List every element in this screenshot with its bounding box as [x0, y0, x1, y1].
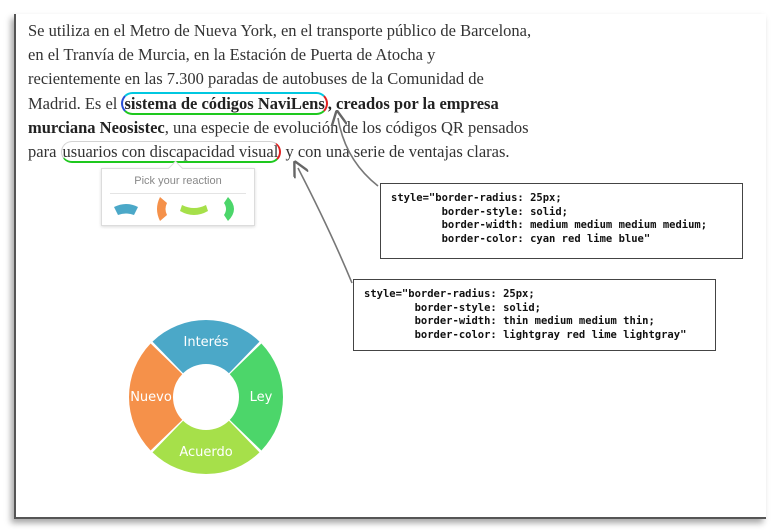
- reaction-option-ley[interactable]: [224, 197, 234, 221]
- wheel-segment-3[interactable]: [128, 343, 183, 451]
- wheel-label-1: Ley: [250, 390, 273, 405]
- reaction-option-acuerdo[interactable]: [180, 205, 208, 215]
- article-paragraph: Se utiliza en el Metro de Nueva York, en…: [28, 19, 588, 164]
- reaction-popup: Pick your reaction: [101, 168, 255, 226]
- highlight-usuarios[interactable]: usuarios con discapacidad visual: [60, 141, 282, 164]
- reaction-popup-divider: [110, 193, 246, 194]
- article-line-4-pre: Madrid. Es el: [28, 93, 122, 113]
- code-box-highlight-1: style="border-radius: 25px; border-style…: [380, 183, 743, 259]
- article-line-3: recientemente en las 7.300 paradas de au…: [28, 69, 484, 89]
- reaction-popup-title: Pick your reaction: [134, 175, 222, 187]
- highlight-navilens[interactable]: sistema de códigos NaviLens: [121, 91, 328, 115]
- article-line-6-pre: para: [28, 142, 61, 162]
- wheel-label-3: Nuevo: [130, 390, 172, 405]
- article-line-4-bold: , creados por la empresa: [327, 93, 499, 113]
- wheel-segment-1[interactable]: [229, 343, 283, 451]
- article-line-1: Se utiliza en el Metro de Nueva York, en…: [28, 21, 532, 40]
- wheel-label-0: Interés: [184, 335, 229, 350]
- article-line-5-bold: murciana Neosistec: [28, 117, 165, 137]
- code-box-highlight-2: style="border-radius: 25px; border-style…: [353, 279, 716, 351]
- wheel-segment-2[interactable]: [152, 420, 260, 474]
- wheel-segment-0[interactable]: [152, 320, 260, 374]
- reaction-option-nuevo[interactable]: [157, 197, 167, 221]
- article-line-2: en el Tranvía de Murcia, en la Estación …: [28, 45, 436, 65]
- reaction-option-interes[interactable]: [114, 204, 138, 215]
- wheel-label-2: Acuerdo: [179, 445, 232, 460]
